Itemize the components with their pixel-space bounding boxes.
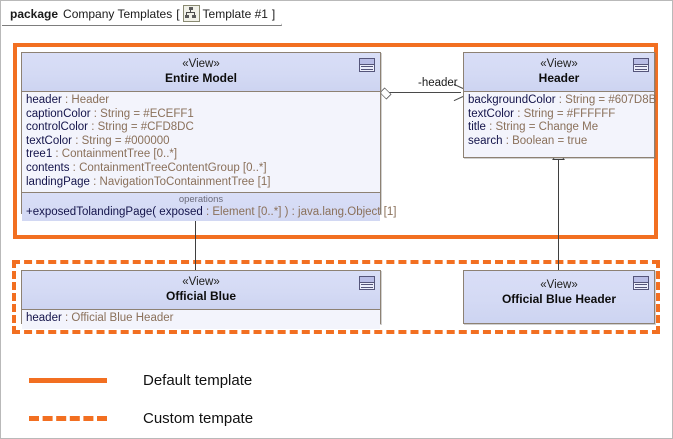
attribute-name: textColor — [468, 107, 515, 120]
attribute-name: tree1 — [26, 148, 53, 161]
class-name-label: Header — [538, 71, 580, 85]
attribute-name: textColor — [26, 134, 73, 147]
class-header-official-blue: «View» Official Blue — [22, 271, 380, 310]
legend-item-default: Default template — [1, 361, 673, 399]
stereotype-label: «View» — [540, 279, 578, 291]
attribute-name: title — [468, 121, 486, 134]
attribute-name: contents — [26, 161, 70, 174]
class-header[interactable]: «View» Header backgroundColor : String =… — [463, 52, 657, 158]
legend-label: Default template — [143, 371, 253, 389]
attribute-row: contents : ContainmentTreeContentGroup [… — [26, 162, 380, 176]
operation-signature: +exposedTolandingPage( exposed — [26, 206, 203, 219]
attribute-type: : String = #FFFFFF — [514, 107, 616, 120]
stereotype-label: «View» — [182, 58, 220, 70]
default-template-group — [13, 43, 658, 239]
class-official-blue[interactable]: «View» Official Blue header : Official B… — [21, 270, 381, 329]
class-header-header: «View» Header — [464, 53, 654, 92]
operations-compartment-label: operations — [178, 194, 224, 206]
attribute-type: : NavigationToContainmentTree [1] — [89, 175, 271, 188]
legend-label: Custom tempate — [143, 409, 254, 427]
attribute-row: header : Official Blue Header — [26, 312, 380, 326]
attribute-name: backgroundColor — [468, 94, 556, 106]
stereotype-label: «View» — [540, 58, 578, 70]
attribute-row: tree1 : ContainmentTree [0..*] — [26, 148, 380, 162]
legend: Default template Custom tempate — [1, 361, 673, 437]
class-name-label: Entire Model — [164, 71, 237, 85]
attribute-type: : Header — [61, 94, 110, 106]
attribute-row: title : String = Change Me — [468, 121, 654, 135]
generalization-line-official-blue-header — [558, 158, 559, 271]
package-header-tab: package Company Templates [ Template #1 … — [2, 1, 291, 26]
attribute-name: header — [26, 312, 62, 324]
bracket-close: ] — [271, 6, 276, 21]
package-name: Company Templates — [63, 6, 173, 21]
attribute-row: backgroundColor : String = #607D8B — [468, 94, 657, 108]
view-window-icon — [359, 276, 375, 290]
diagram-name: Template #1 — [202, 6, 268, 21]
attribute-row: landingPage : NavigationToContainmentTre… — [26, 176, 380, 190]
class-name-label: Official Blue — [165, 289, 236, 303]
operations-compartment-entire-model: operations +exposedTolandingPage( expose… — [22, 192, 396, 222]
association-role-label: -header — [418, 77, 458, 89]
attribute-type: : String = #CFD8DC — [88, 121, 194, 134]
attribute-row: textColor : String = #FFFFFF — [468, 108, 654, 122]
attribute-type: : String = Change Me — [485, 121, 599, 134]
view-window-icon — [633, 276, 649, 290]
class-entire-model[interactable]: «View» Entire Model header : Header capt… — [21, 52, 396, 222]
attribute-row: controlColor : String = #CFD8DC — [26, 121, 380, 135]
custom-template-group — [12, 260, 660, 334]
legend-item-custom: Custom tempate — [1, 399, 673, 437]
legend-swatch-solid — [29, 377, 107, 383]
attribute-row: captionColor : String = #ECEFF1 — [26, 108, 380, 122]
attributes-compartment-header: backgroundColor : String = #607D8B textC… — [464, 92, 657, 152]
view-window-icon — [633, 58, 649, 72]
bracket-open: [ — [176, 6, 180, 21]
attribute-name: search — [468, 134, 503, 147]
attribute-type: : String = #000000 — [72, 134, 170, 147]
class-header-entire-model: «View» Entire Model — [22, 53, 380, 92]
generalization-line-official-blue — [195, 214, 196, 271]
attribute-type: : ContainmentTreeContentGroup [0..*] — [69, 161, 267, 174]
view-window-icon — [359, 58, 375, 72]
class-header-official-blue-header: «View» Official Blue Header — [464, 271, 654, 323]
attribute-row: header : Header — [26, 94, 380, 108]
operation-return-type: : Element [0..*] ) : java.lang.Object [1… — [202, 206, 397, 219]
attribute-type: : Official Blue Header — [61, 312, 174, 324]
attribute-type: : String = #607D8B — [555, 94, 657, 106]
attribute-name: captionColor — [26, 107, 91, 120]
attribute-name: landingPage — [26, 175, 90, 188]
attributes-compartment-entire-model: header : Header captionColor : String = … — [22, 92, 380, 193]
class-name-label: Official Blue Header — [501, 292, 617, 306]
package-keyword: package — [10, 6, 59, 21]
association-line-header — [386, 92, 461, 93]
legend-swatch-dashed — [29, 415, 107, 421]
operation-row: +exposedTolandingPage( exposed : Element… — [22, 205, 396, 219]
attributes-compartment-official-blue: header : Official Blue Header — [22, 310, 380, 329]
stereotype-label: «View» — [182, 276, 220, 288]
attribute-type: : ContainmentTree [0..*] — [52, 148, 178, 161]
attribute-row: search : Boolean = true — [468, 135, 654, 149]
attribute-name: header — [26, 94, 62, 106]
attribute-name: controlColor — [26, 121, 88, 134]
attribute-type: : String = #ECEFF1 — [90, 107, 194, 120]
tree-hierarchy-icon — [182, 5, 200, 22]
class-official-blue-header[interactable]: «View» Official Blue Header — [463, 270, 655, 324]
attribute-row: textColor : String = #000000 — [26, 135, 380, 149]
attribute-type: : Boolean = true — [502, 134, 588, 147]
